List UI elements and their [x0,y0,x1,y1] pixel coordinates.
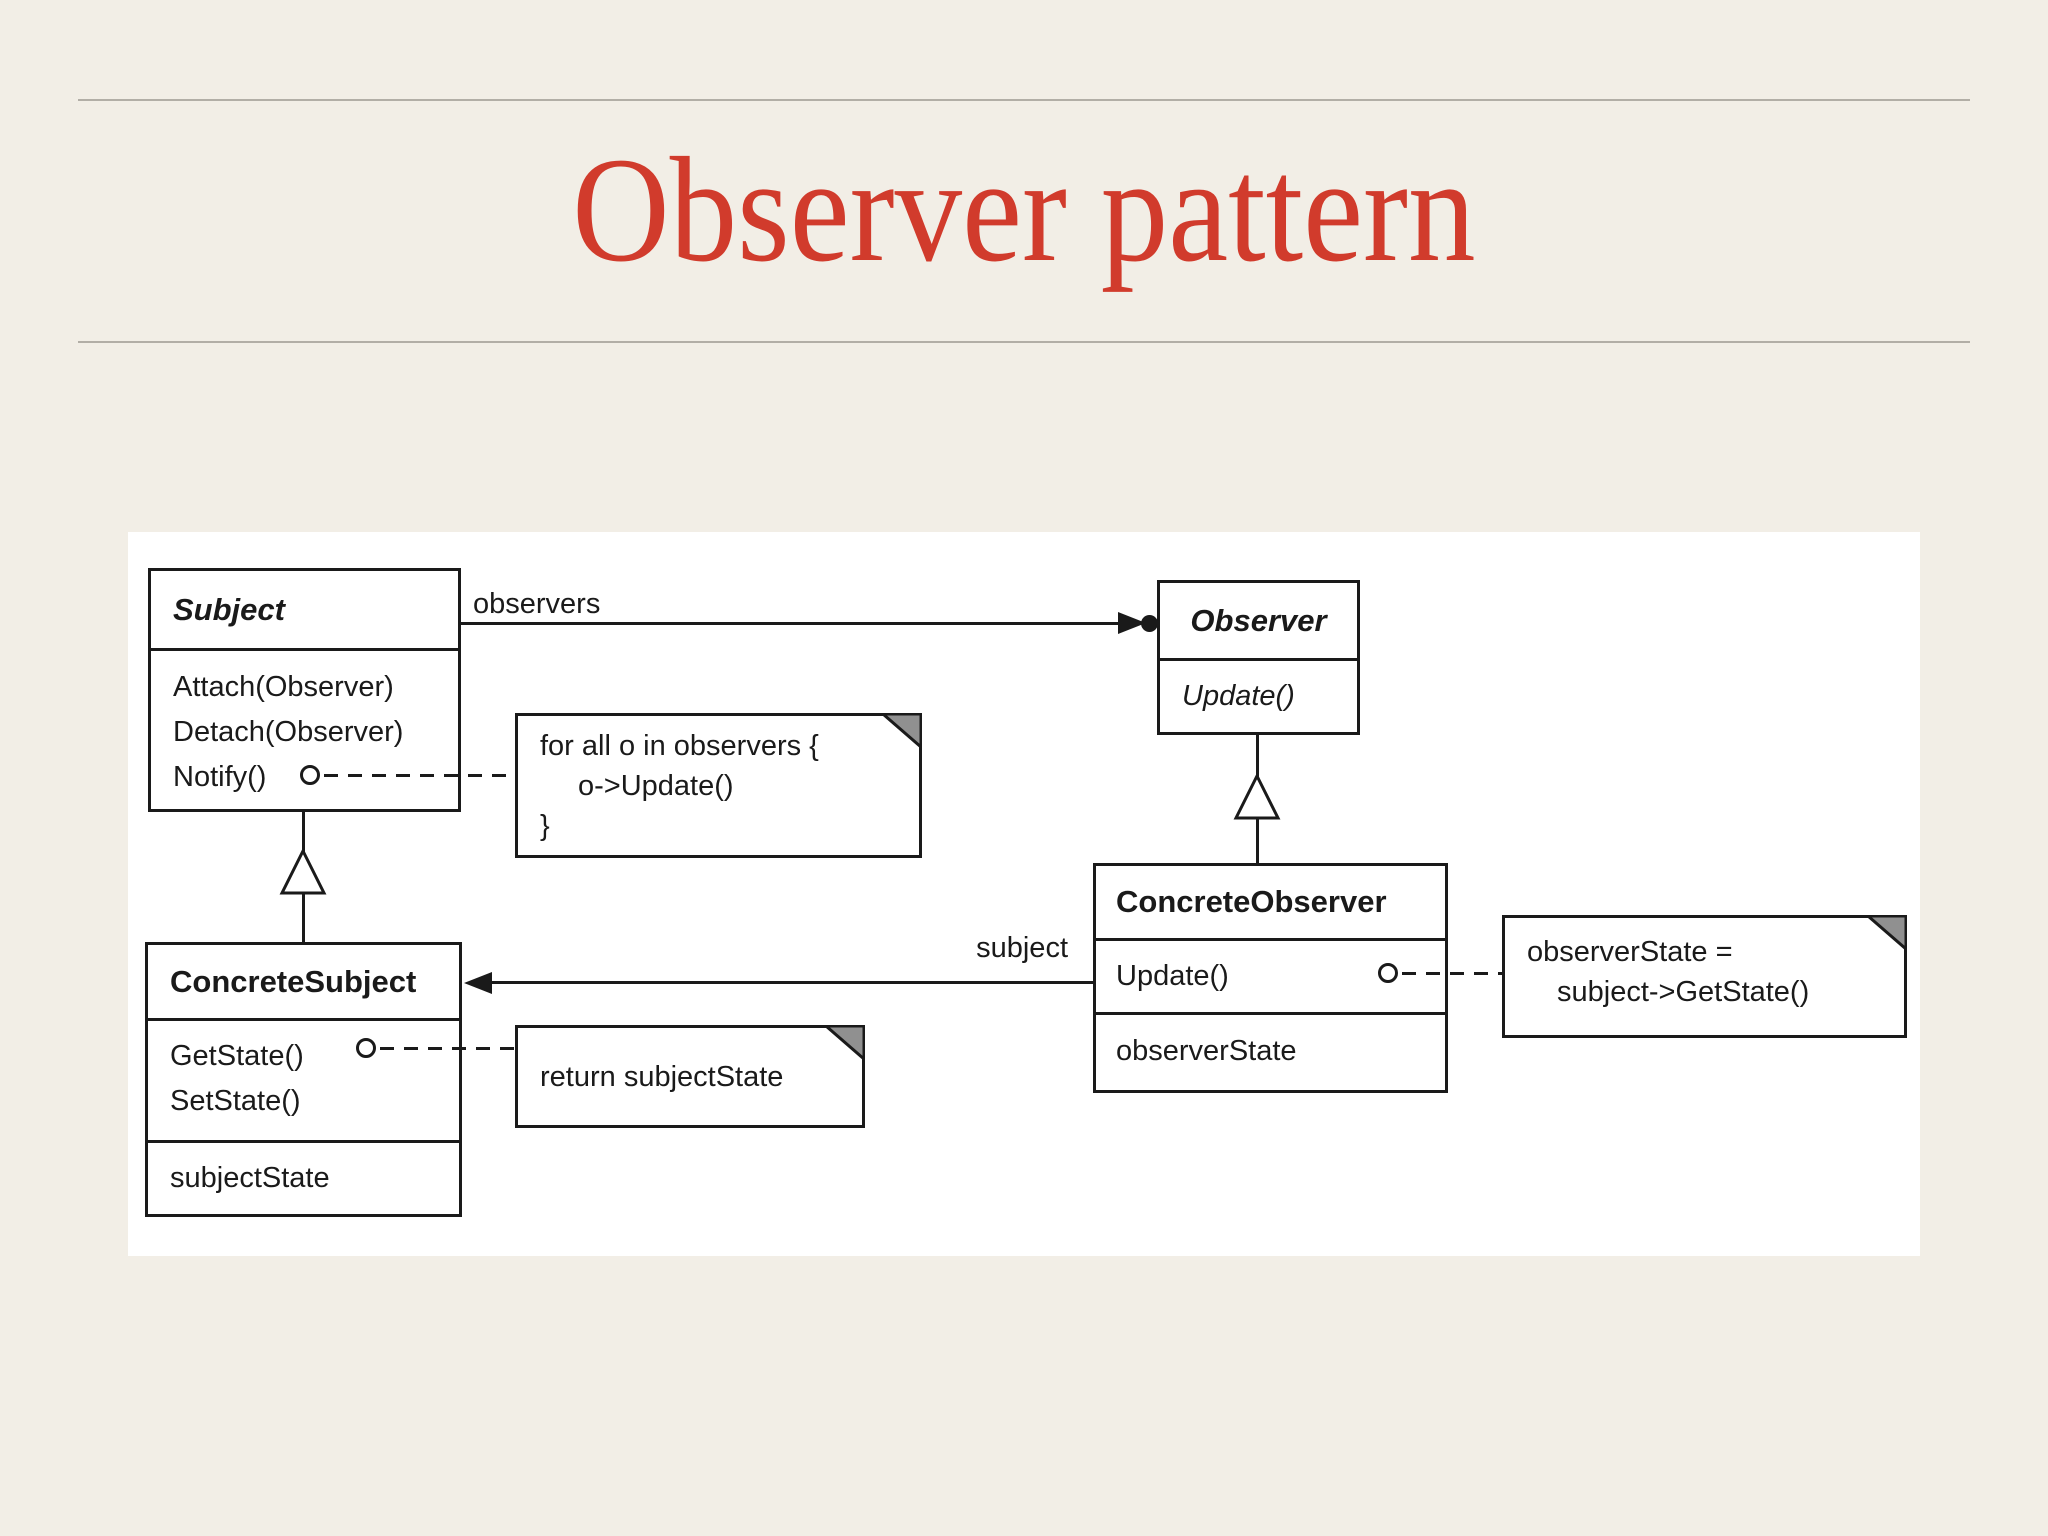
observers-ball-icon [1141,615,1158,632]
note-update: observerState = subject->GetState() [1502,915,1907,1038]
inheritance-line-observer [1256,735,1259,777]
subject-arrowhead-icon [464,972,492,994]
class-method: GetState() [170,1040,304,1072]
inheritance-line-subject-lower [302,894,305,942]
class-box-concrete-subject: ConcreteSubject GetState() SetState() su… [145,942,462,1217]
subject-association-line [480,981,1093,984]
subject-methods-compartment: Attach(Observer) Detach(Observer) Notify… [151,648,458,809]
observer-methods-compartment: Update() [1160,658,1357,732]
class-title-concrete-observer: ConcreteObserver [1116,884,1387,919]
class-method: Notify() [173,761,267,793]
note-fold-icon [825,1025,865,1062]
uml-diagram-panel: Subject Attach(Observer) Detach(Observer… [128,532,1920,1256]
concrete-observer-methods-compartment: Update() [1096,938,1445,1012]
note-fold-icon [882,713,922,750]
getstate-circle-icon [356,1038,376,1058]
inheritance-line-subject [302,812,305,852]
class-method: Attach(Observer) [173,671,394,703]
inheritance-triangle-icon [1233,773,1281,820]
concrete-observer-attrs-compartment: observerState [1096,1012,1445,1087]
class-box-observer: Observer Update() [1157,580,1360,735]
class-box-concrete-observer: ConcreteObserver Update() observerState [1093,863,1448,1093]
note-fold-icon [1867,915,1907,952]
class-attribute: subjectState [170,1162,330,1194]
class-method: SetState() [170,1085,301,1117]
note-line: return subjectState [540,1060,784,1093]
class-title-subject: Subject [173,591,285,627]
observers-association-line [461,622,1125,625]
class-method: Update() [1182,680,1295,712]
class-method: Detach(Observer) [173,716,404,748]
class-title-observer: Observer [1190,602,1327,638]
class-attribute: observerState [1116,1034,1297,1067]
page-title: Observer pattern [0,135,2048,285]
getstate-note-dashed-line [380,1047,515,1050]
class-method: Update() [1116,960,1229,992]
note-line: for all o in observers { [540,730,819,762]
top-divider [78,99,1970,101]
note-line: o->Update() [578,770,734,802]
note-line: } [540,810,550,842]
update-note-dashed-line [1402,972,1502,975]
inheritance-triangle-icon [279,848,327,895]
class-box-subject: Subject Attach(Observer) Detach(Observer… [148,568,461,812]
note-line: observerState = [1527,936,1733,968]
update-circle-icon [1378,963,1398,983]
page-title-text: Observer pattern [572,127,1476,293]
note-notify: for all o in observers { o->Update() } [515,713,922,858]
notify-circle-icon [300,765,320,785]
note-get-state: return subjectState [515,1025,865,1128]
bottom-divider [78,341,1970,343]
class-title-concrete-subject: ConcreteSubject [170,963,417,999]
note-line: subject->GetState() [1557,976,1810,1008]
subject-association-label: subject [976,932,1068,964]
observers-arrowhead-icon [1118,612,1146,634]
concrete-subject-methods-compartment: GetState() SetState() [148,1018,459,1140]
notify-note-dashed-line [324,774,515,777]
concrete-subject-attrs-compartment: subjectState [148,1140,459,1214]
inheritance-line-observer-lower [1256,819,1259,863]
observers-association-label: observers [473,588,601,620]
